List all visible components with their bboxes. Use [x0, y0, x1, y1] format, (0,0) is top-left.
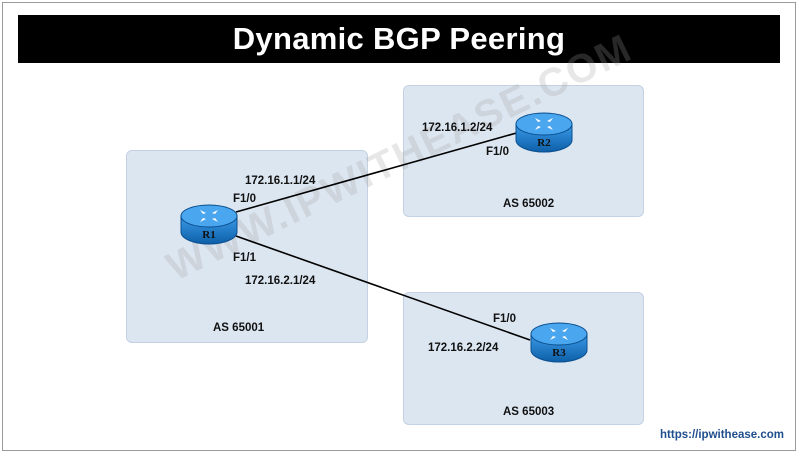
- router-r2-name: R2: [537, 137, 551, 149]
- r3-ip: 172.16.2.2/24: [428, 342, 499, 354]
- as-65003-label: AS 65003: [503, 406, 555, 418]
- router-r2: R2: [513, 110, 575, 154]
- router-icon: [515, 112, 573, 153]
- router-icon: [530, 322, 588, 363]
- r1-f1-1-interface: F1/1: [233, 252, 257, 264]
- as-65001-label: AS 65001: [213, 322, 265, 334]
- as-65002-label: AS 65002: [503, 198, 555, 210]
- r1-f1-0-interface: F1/0: [233, 193, 257, 205]
- title-bar: Dynamic BGP Peering: [18, 15, 780, 63]
- r1-f1-0-ip: 172.16.1.1/24: [245, 175, 316, 187]
- as-65003-area: AS 65003: [403, 292, 644, 425]
- router-r3-name: R3: [552, 347, 566, 359]
- router-r1-name: R1: [202, 229, 216, 241]
- r1-f1-1-ip: 172.16.2.1/24: [245, 275, 316, 287]
- router-r1: R1: [178, 202, 240, 246]
- r2-f1-0-interface: F1/0: [486, 146, 510, 158]
- router-icon: [180, 204, 238, 245]
- diagram-title: Dynamic BGP Peering: [232, 21, 566, 56]
- r3-f1-0-interface: F1/0: [493, 313, 517, 325]
- site-link[interactable]: https://ipwithease.com: [660, 429, 784, 441]
- r2-ip: 172.16.1.2/24: [422, 122, 493, 134]
- router-r3: R3: [528, 320, 590, 364]
- diagram-frame: [2, 2, 796, 451]
